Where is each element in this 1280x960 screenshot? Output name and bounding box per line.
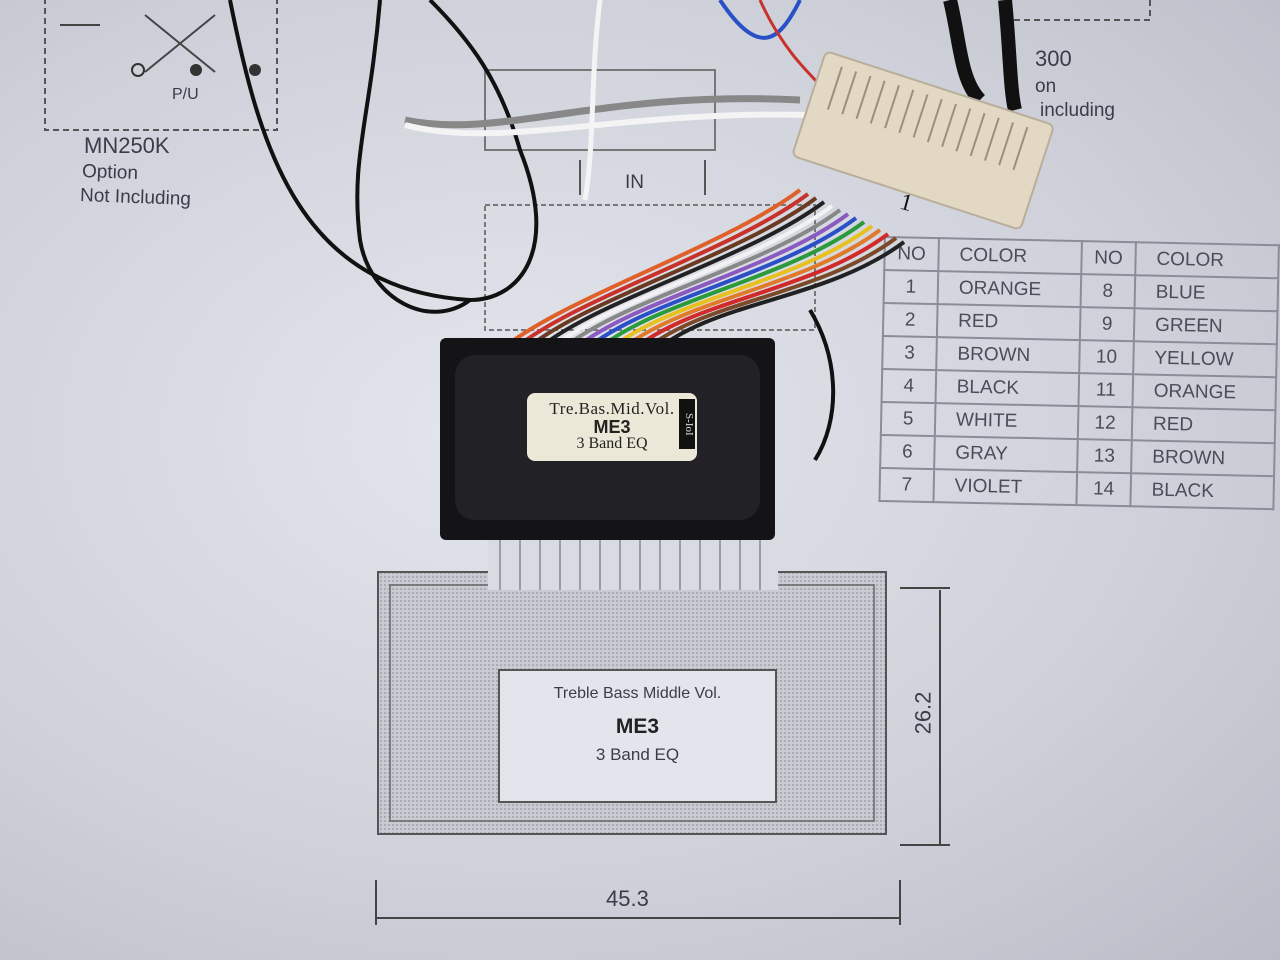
drawing-line3: 3 Band EQ — [595, 745, 680, 764]
module-label-line3: 3 Band EQ — [576, 435, 648, 452]
ribbon-wire — [541, 204, 834, 357]
ribbon-wire — [493, 188, 802, 357]
ribbon-wire — [625, 232, 890, 357]
ribbon-wire — [577, 216, 858, 357]
in-label: IN — [625, 172, 644, 193]
ribbon-wire — [517, 196, 818, 357]
height-dimension: 26.2 — [910, 691, 936, 735]
width-dimension: 45.3 — [606, 886, 649, 911]
right-model-label: 300 — [1035, 46, 1072, 71]
drawing-label-box: Treble Bass Middle Vol. ME3 3 Band EQ — [498, 669, 777, 803]
ribbon-wire — [613, 228, 882, 357]
ribbon-wire — [505, 192, 810, 357]
right-option-label: on — [1035, 76, 1057, 97]
module-side-tag: S-IoI — [679, 399, 695, 449]
module-label-line1: Tre.Bas.Mid.Vol. — [549, 399, 675, 418]
ribbon-wire — [649, 240, 906, 357]
drawing-line1: Treble Bass Middle Vol. — [553, 685, 722, 702]
ribbon-wire — [589, 220, 866, 357]
left-model-label: MN250K — [84, 133, 170, 158]
ribbon-wire — [601, 224, 874, 357]
drawing-model: ME3 — [615, 715, 660, 738]
ribbon-wire — [553, 208, 842, 357]
module-sticker: Tre.Bas.Mid.Vol. ME3 3 Band EQ S-IoI — [527, 393, 697, 461]
module-label-model: ME3 — [593, 417, 631, 437]
pu-label: P/U — [172, 86, 199, 103]
ribbon-wire — [565, 212, 850, 357]
right-including-label: including — [1040, 100, 1115, 121]
ribbon-wire — [637, 236, 898, 357]
ribbon-wire — [529, 200, 826, 357]
